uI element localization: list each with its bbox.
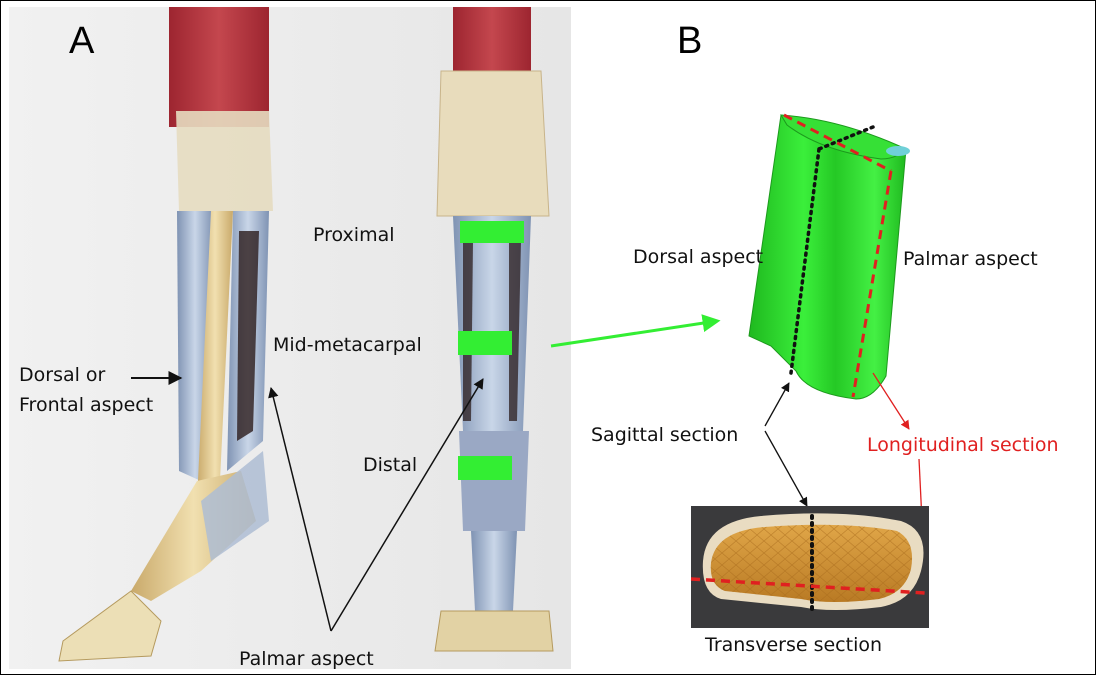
carpus-side <box>176 111 273 211</box>
panel-label-a: A <box>69 20 95 62</box>
mid-metacarpal-marker <box>458 331 512 355</box>
frontal-aspect-label: Frontal aspect <box>19 394 153 416</box>
proximal-marker <box>460 221 524 243</box>
forearm-muscle-front <box>453 7 531 77</box>
fetlock-front <box>459 431 529 531</box>
dorsal-aspect-label: Dorsal aspect <box>633 246 763 268</box>
mid-metacarpal-label: Mid-metacarpal <box>273 334 422 356</box>
transverse-section-photo <box>691 506 929 628</box>
carpus-front <box>437 71 549 216</box>
sagittal-arrow-section <box>765 431 807 506</box>
tendon-model-cut-face <box>886 146 910 156</box>
pastern-front <box>471 531 517 611</box>
transverse-section-label: Transverse section <box>704 634 882 656</box>
palmar-aspect-label-b: Palmar aspect <box>903 248 1038 270</box>
longitudinal-arrow-model <box>873 373 909 429</box>
distal-label: Distal <box>363 454 417 476</box>
tendon-3d-model <box>749 115 910 399</box>
palmar-aspect-label-a: Palmar aspect <box>239 648 374 670</box>
longitudinal-section-label: Longitudinal section <box>867 434 1059 456</box>
sagittal-section-label: Sagittal section <box>591 424 738 446</box>
forearm-muscle <box>169 7 269 127</box>
green-arrow-icon <box>551 321 717 346</box>
panel-label-b: B <box>677 20 702 62</box>
hoof-front <box>435 611 553 651</box>
sagittal-arrow-model <box>765 383 789 426</box>
distal-marker <box>458 456 512 480</box>
proximal-label: Proximal <box>313 224 395 246</box>
dorsal-or-label: Dorsal or <box>19 364 106 386</box>
